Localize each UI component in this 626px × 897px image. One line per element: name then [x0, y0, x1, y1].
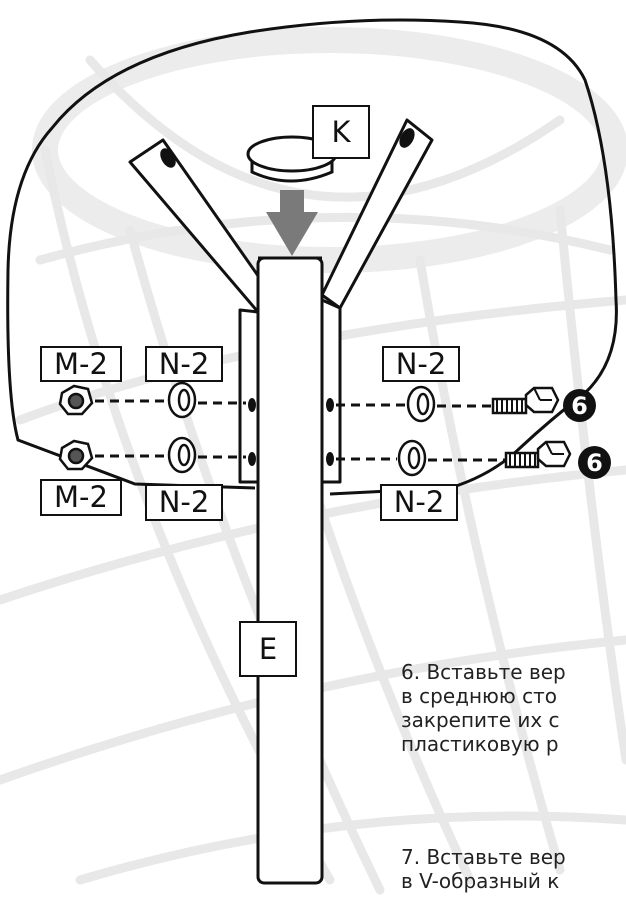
part-label-nut-bottom: M-2	[40, 479, 122, 516]
step-marker-bottom: 6	[578, 446, 611, 479]
washer-right-top	[406, 385, 436, 423]
bolt-top	[491, 386, 560, 415]
instruction-line: в среднюю сто	[401, 684, 557, 708]
washer-left-top	[167, 381, 197, 419]
bolt-bottom	[504, 440, 572, 469]
part-label-washer-right-top: N-2	[382, 346, 460, 382]
washer-right-bottom	[397, 439, 427, 477]
instruction-line: закрепите их с	[401, 708, 560, 732]
instruction-line: 7. Вставьте вер	[401, 845, 566, 869]
part-label-nut-top: M-2	[40, 346, 122, 382]
insert-arrow	[266, 190, 318, 256]
part-label-post: E	[239, 621, 297, 677]
part-label-washer-left-bottom: N-2	[145, 484, 223, 521]
instruction-line: в V-образный к	[401, 869, 560, 893]
center-pole	[256, 256, 324, 885]
right-bracket	[320, 118, 434, 484]
part-label-washer-right-bottom: N-2	[380, 484, 458, 521]
nut-bottom	[58, 439, 94, 471]
instruction-step-6: 6. Вставьте вер в среднюю сто закрепите …	[401, 660, 626, 756]
mounting-holes	[248, 398, 334, 466]
nut-top	[58, 384, 94, 416]
part-label-cap: K	[312, 105, 370, 159]
assembly-guide-lines	[95, 399, 506, 462]
instruction-line: пластиковую р	[401, 732, 559, 756]
instruction-line: 6. Вставьте вер	[401, 660, 566, 684]
washer-left-bottom	[167, 436, 197, 474]
part-label-washer-left-top: N-2	[145, 346, 223, 382]
instruction-step-7: 7. Вставьте вер в V-образный к	[401, 845, 626, 893]
step-marker-top: 6	[563, 389, 596, 422]
